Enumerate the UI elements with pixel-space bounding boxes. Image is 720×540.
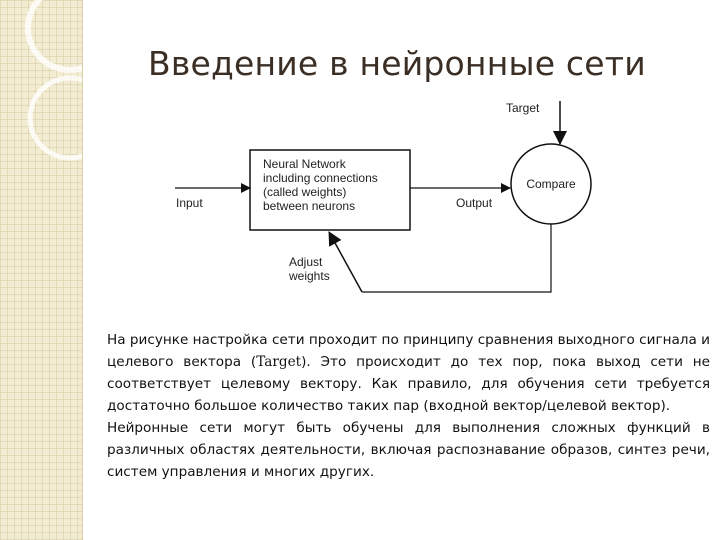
- compare-label: Compare: [526, 177, 576, 191]
- target-term: Target: [256, 354, 301, 370]
- network-box-line-2: including connections: [263, 171, 378, 185]
- output-label: Output: [456, 196, 493, 210]
- network-box-line-3: (called weights): [263, 185, 346, 199]
- target-label: Target: [506, 101, 540, 115]
- network-box-line-4: between neurons: [263, 199, 355, 213]
- adjust-label-line-1: Adjust: [289, 255, 323, 269]
- adjust-weights-arrow: [329, 232, 362, 292]
- paragraph-applications: Нейронные сети могут быть обучены для вы…: [107, 417, 710, 483]
- feedback-line: [362, 224, 551, 292]
- input-label: Input: [176, 196, 203, 210]
- slide-body: На рисунке настройка сети проходит по пр…: [107, 329, 710, 483]
- paragraph-training: На рисунке настройка сети проходит по пр…: [107, 329, 710, 417]
- network-box-line-1: Neural Network: [263, 157, 347, 171]
- neural-network-training-diagram: Neural Network including connections (ca…: [0, 0, 720, 320]
- adjust-label-line-2: weights: [288, 269, 330, 283]
